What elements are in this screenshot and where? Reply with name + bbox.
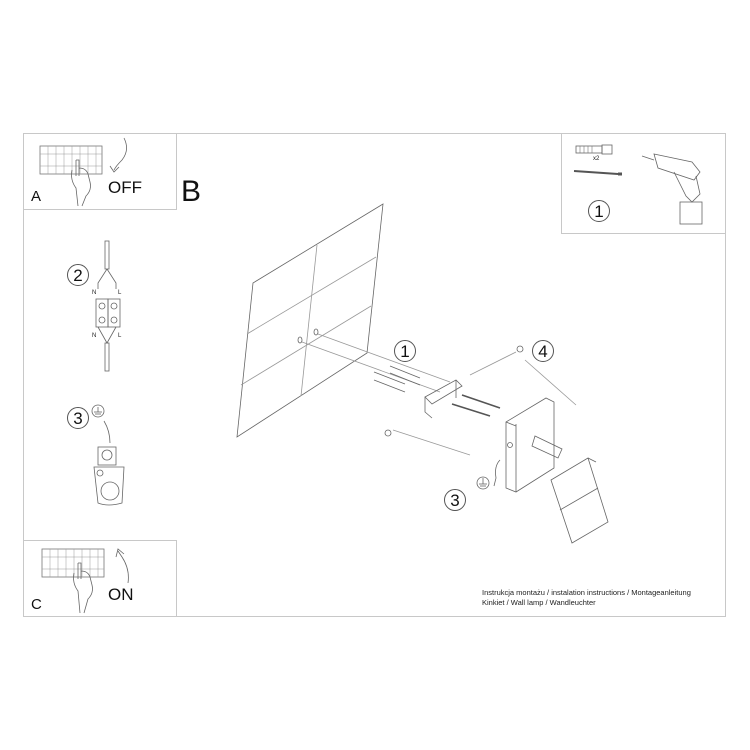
terminal-label-n-bottom: N (92, 333, 97, 339)
step-2-badge: 2 (67, 264, 89, 286)
wall-illustration (236, 203, 384, 438)
power-off-text: OFF (108, 178, 142, 197)
step-1-badge: 1 (588, 200, 610, 222)
step-4-assembly-badge: 4 (532, 340, 554, 362)
panel-c-power-on: C ON (23, 540, 177, 617)
caption-line-1: Instrukcja montażu / instalation instruc… (482, 588, 691, 597)
document-caption: Instrukcja montażu / instalation instruc… (482, 588, 691, 608)
panel-a-power-off: A OFF (23, 133, 177, 210)
lamp-head-illustration (550, 457, 609, 544)
terminal-block-icon (95, 240, 121, 372)
wall-plug-icon (575, 144, 613, 155)
step-3-badge: 3 (67, 407, 89, 429)
terminal-label-l-bottom: L (118, 333, 122, 339)
power-on-text: ON (108, 585, 134, 604)
lamp-base-illustration (505, 397, 555, 493)
terminal-label-l-top: L (118, 290, 122, 296)
page-frame (23, 133, 726, 617)
quantity-label: x2 (593, 156, 600, 162)
step-1-assembly-badge: 1 (394, 340, 416, 362)
caption-line-2: Kinkiet / Wall lamp / Wandleuchter (482, 598, 596, 607)
terminal-label-n-top: N (92, 290, 97, 296)
tools-illustration (573, 144, 703, 225)
panel-b-label: B (181, 175, 202, 208)
circuit-breaker-hand-icon (41, 548, 129, 614)
drill-icon (641, 153, 703, 225)
panel-a-label: A (31, 188, 42, 205)
circuit-breaker-hand-icon (39, 137, 127, 207)
ground-terminal-icon (91, 404, 125, 506)
tools-panel: x2 1 (561, 133, 726, 234)
screw-icon (573, 170, 622, 176)
step-3-assembly-badge: 3 (444, 489, 466, 511)
panel-c-label: C (31, 596, 42, 613)
